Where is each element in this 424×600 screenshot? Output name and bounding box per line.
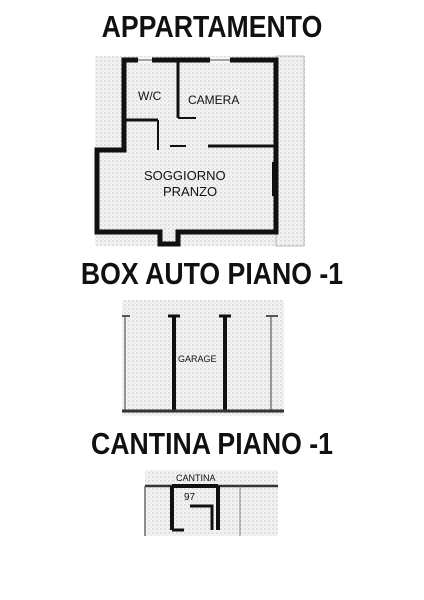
room-label-dining: PRANZO bbox=[163, 184, 217, 199]
room-label-living: SOGGIORNO bbox=[144, 168, 226, 183]
cellar-unit-wall bbox=[170, 484, 220, 530]
cellar-title: CANTINA PIANO -1 bbox=[91, 426, 333, 461]
room-label-garage: GARAGE bbox=[178, 354, 217, 364]
apartment-right-band bbox=[275, 55, 305, 247]
room-label-cellar: CANTINA bbox=[176, 473, 216, 483]
apartment-plan: W/C CAMERA SOGGIORNO PRANZO bbox=[94, 55, 305, 247]
cellar-number: 97 bbox=[184, 492, 196, 503]
room-label-bedroom: CAMERA bbox=[188, 93, 239, 107]
cellar-plan: CANTINA 97 bbox=[144, 470, 278, 536]
apartment-title: APPARTAMENTO bbox=[101, 9, 323, 44]
garage-title: BOX AUTO PIANO -1 bbox=[80, 256, 344, 291]
garage-floor bbox=[122, 300, 284, 416]
garage-plan: GARAGE bbox=[122, 300, 284, 416]
room-label-wc: W/C bbox=[138, 89, 162, 103]
